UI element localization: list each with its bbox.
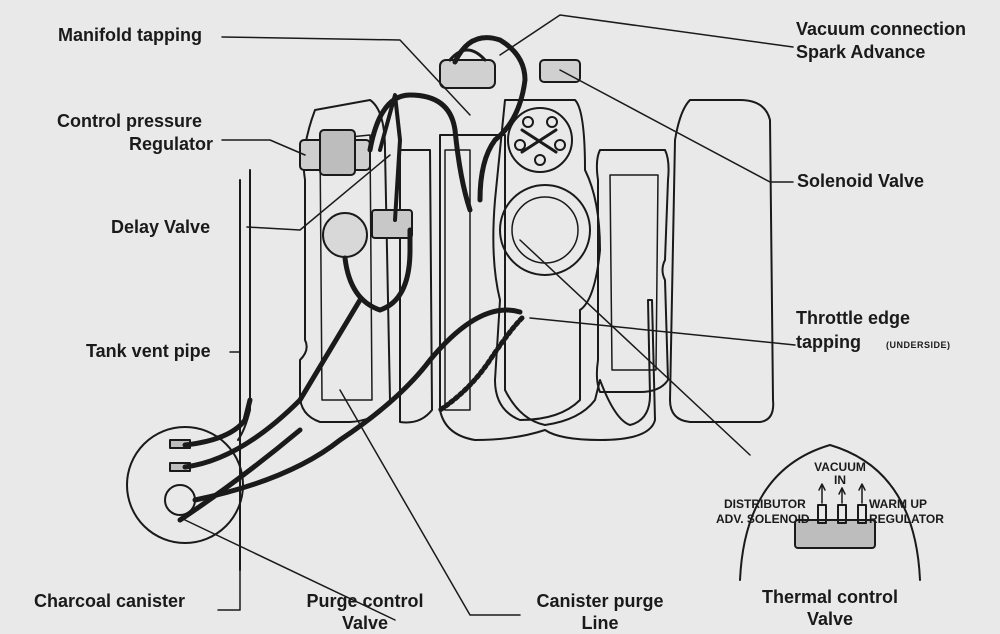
thermal-valve [794,519,876,549]
hose-control-regulator [342,227,413,313]
label-thermal-control-line2: Valve [806,609,854,629]
inset-vacuum-in-line1: VACUUM [814,460,866,474]
hose-vacuum-top [452,35,528,203]
hose-delay [378,93,402,222]
label-vacuum-connection-line2: Spark Advance [796,42,926,62]
vacuum-unit [439,59,496,89]
intake-runner-left [299,99,391,423]
label-canister-purge-line1: Canister purge [536,591,664,611]
label-delay-valve: Delay Valve [111,217,211,237]
label-charcoal-canister: Charcoal canister [34,591,186,611]
thermal-valve-inset [739,444,921,581]
label-throttle-edge-line1: Throttle edge [796,308,911,328]
hose-manifold-loop [367,92,473,213]
inset-distributor-line2: ADV. SOLENOID [716,512,810,526]
label-tank-vent-pipe: Tank vent pipe [86,341,211,361]
hose-purge-line [192,307,523,503]
throttle-body [499,184,591,276]
intake-runner-right [669,99,775,423]
label-control-pressure-line1: Control pressure [57,111,203,131]
label-vacuum-connection-line1: Vacuum connection [796,19,967,39]
label-thermal-control-line1: Thermal control [761,587,899,607]
distributor-housing [492,99,601,421]
distributor-cap [507,107,573,173]
hose-canister-purge [182,297,363,470]
round-component [322,212,368,258]
intake-runner-middle [595,149,670,393]
charcoal-canister-inset [126,426,244,544]
label-solenoid-valve: Solenoid Valve [797,171,925,191]
label-manifold-tapping: Manifold tapping [58,25,202,45]
label-control-pressure-line2: Regulator [129,134,214,154]
label-canister-purge-line2: Line [581,613,619,633]
inset-distributor-line1: DISTRIBUTOR [724,497,806,511]
inset-warm-up-line2: REGULATOR [869,512,944,526]
throttle-edge-hose [437,315,525,413]
hose-tank [182,397,253,448]
intake-manifold [439,134,656,441]
label-purge-control-line2: Valve [341,613,389,633]
label-throttle-edge-note: (UNDERSIDE) [886,340,951,350]
solenoid-valve-body [539,59,581,83]
hose-lower-left [177,427,303,523]
label-purge-control-line1: Purge control [306,591,424,611]
inset-vacuum-in-line2: IN [834,473,846,487]
label-throttle-edge-line2: tapping [796,332,861,352]
inset-warm-up-line1: WARM UP [869,497,927,511]
